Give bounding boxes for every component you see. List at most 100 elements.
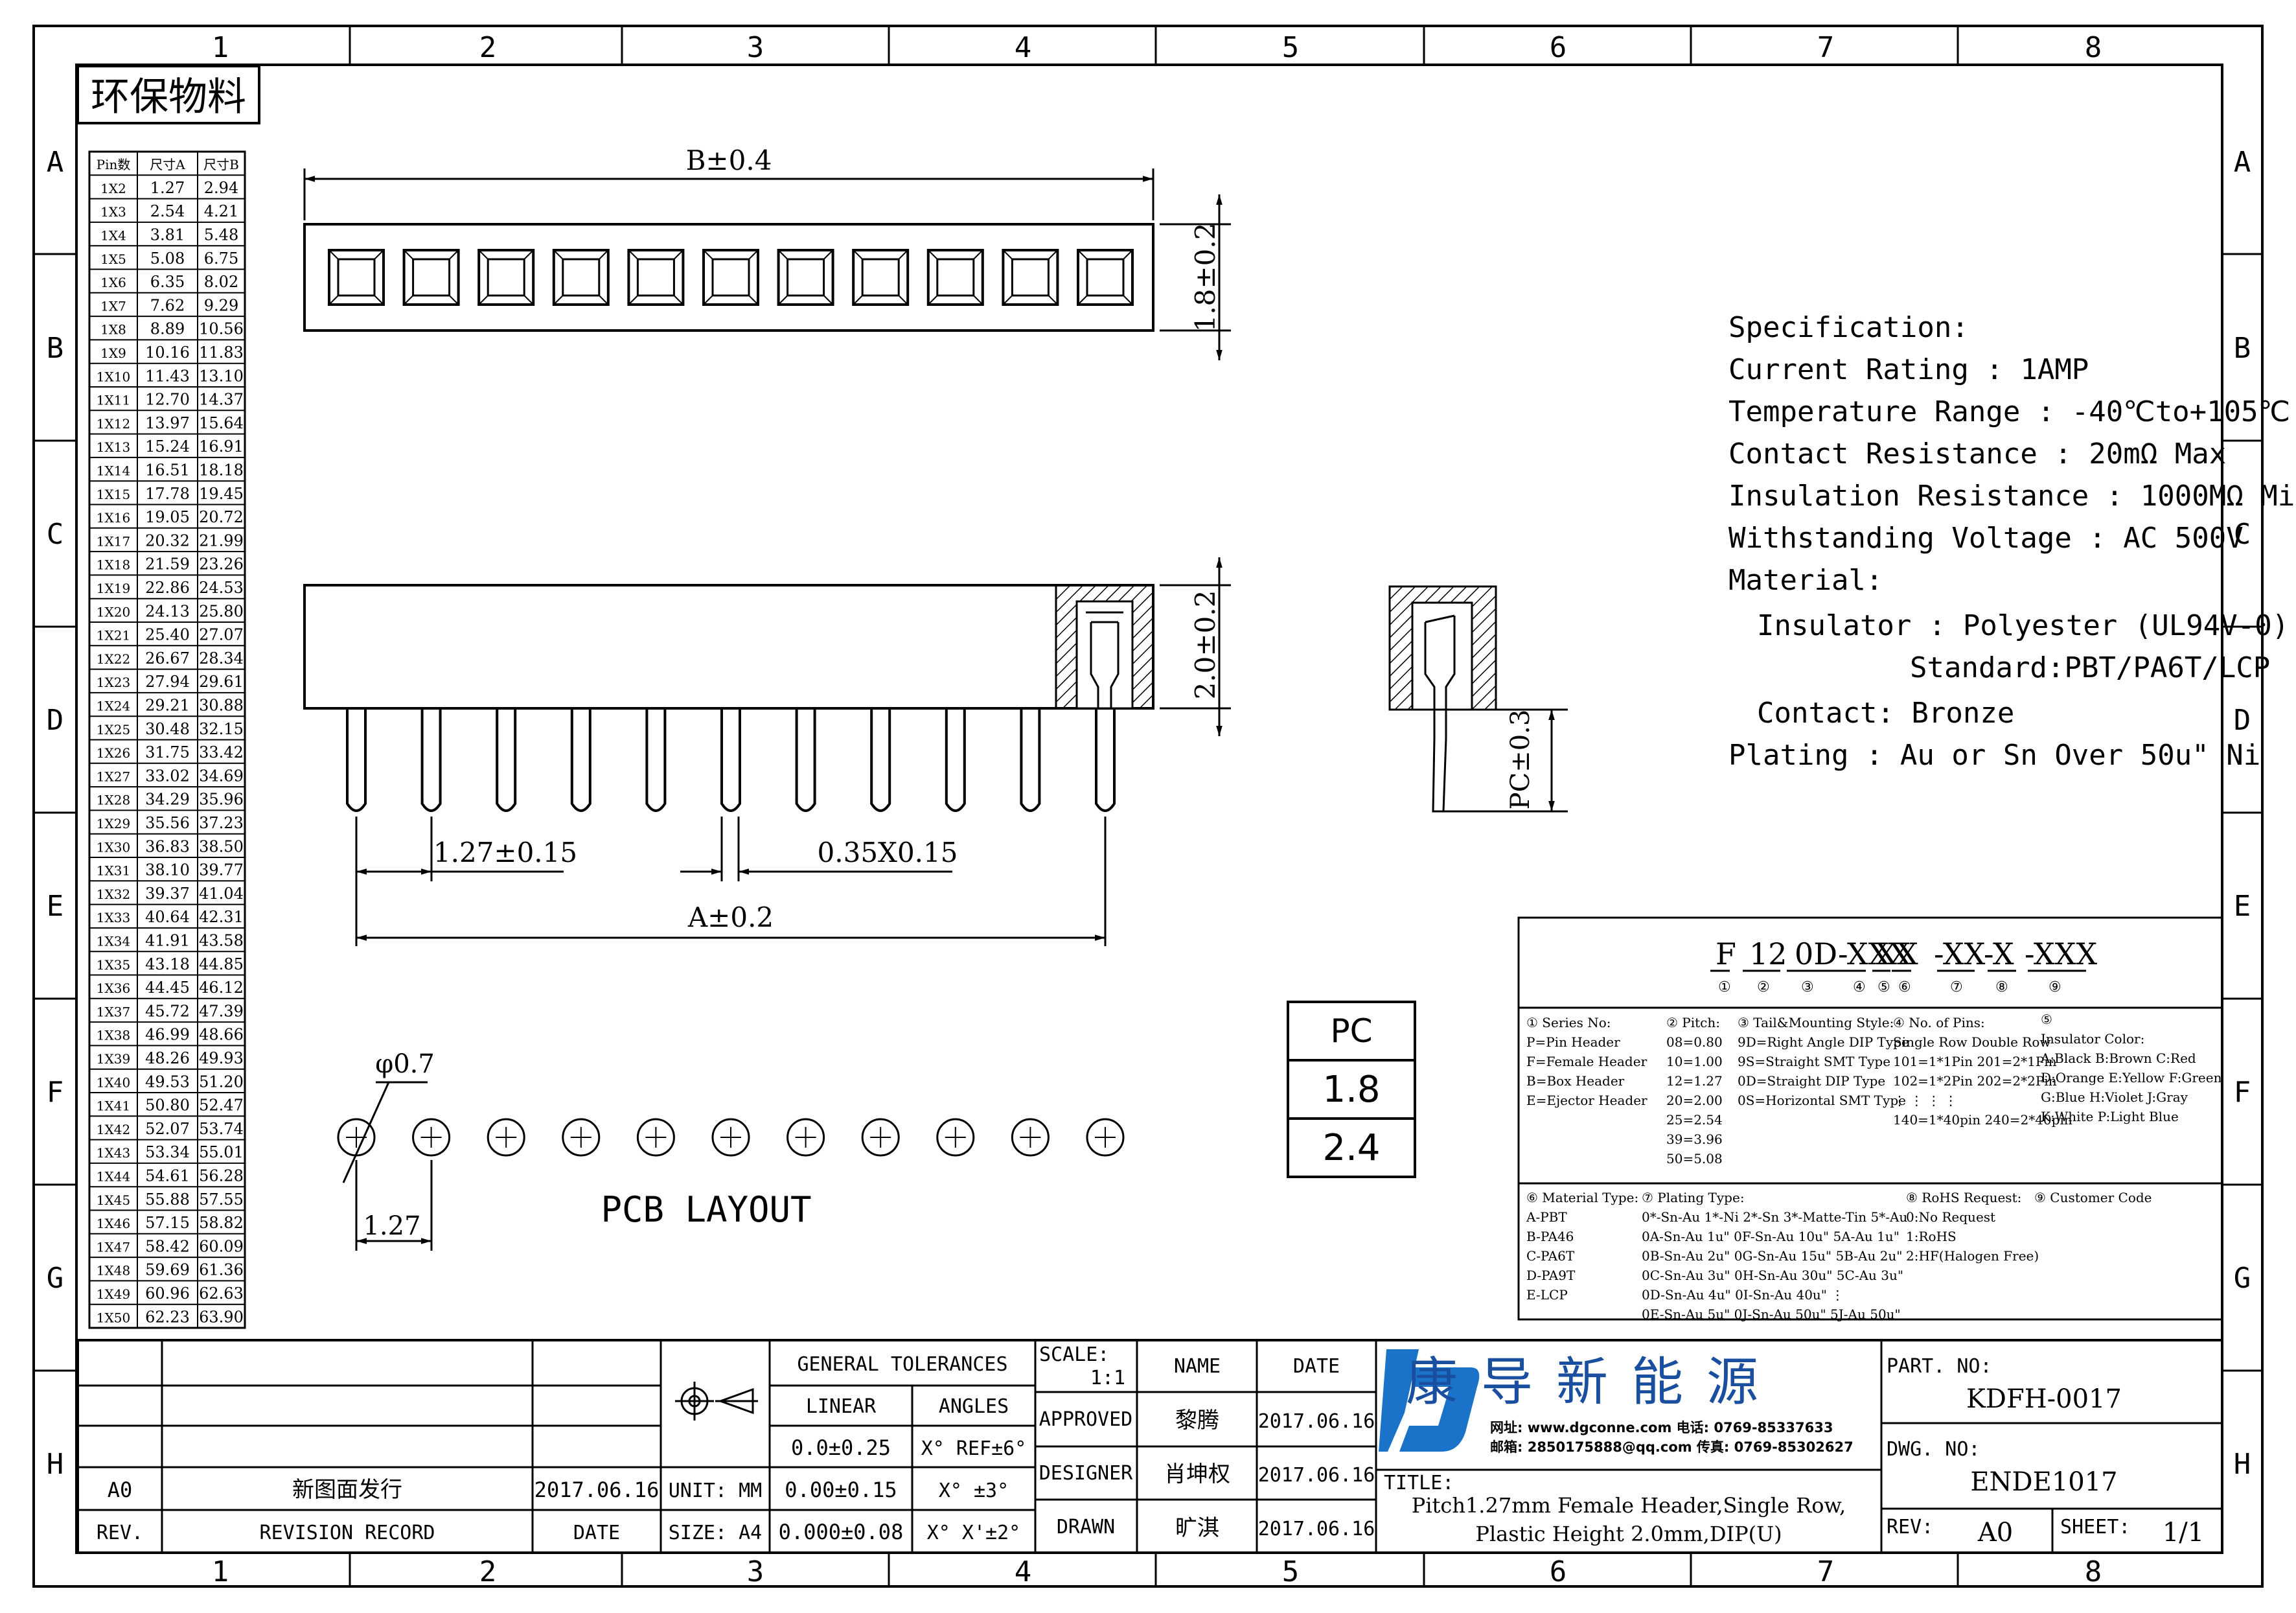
pin-table-cell: 57.15 bbox=[145, 1214, 190, 1232]
pin-table-cell: 1X14 bbox=[97, 463, 130, 478]
legend-insulator_color: G:Blue H:Violet J:Gray bbox=[2041, 1089, 2188, 1105]
spec-line: Contact Resistance : 20mΩ Max bbox=[1728, 437, 2226, 470]
pin-table-cell: 19.05 bbox=[145, 508, 190, 526]
border-row-labels-left: A B C D E F G H bbox=[47, 146, 64, 1481]
pin-table-cell: 49.53 bbox=[145, 1073, 190, 1091]
legend-tail: 9D=Right Angle DIP Type bbox=[1738, 1034, 1909, 1050]
pin-table-cell: 24.13 bbox=[145, 602, 190, 620]
tol-linear-3: 0.000±0.08 bbox=[779, 1520, 904, 1544]
legend-plating: 0E-Sn-Au 5u" 0J-Sn-Au 50u" 5J-Au 50u" bbox=[1642, 1306, 1901, 1322]
pin-table-cell: 39.77 bbox=[199, 861, 244, 879]
legend-material: ⑥ Material Type: bbox=[1526, 1190, 1638, 1205]
pin bbox=[496, 708, 517, 812]
cavity-outer bbox=[328, 249, 385, 306]
code-segment: -XXX bbox=[2025, 936, 2097, 971]
pin-table-cell: 38.10 bbox=[145, 861, 190, 879]
col-label: 6 bbox=[1550, 31, 1567, 64]
pin-table-cell: 8.02 bbox=[204, 273, 238, 291]
code-number: ⑧ bbox=[1995, 979, 2008, 995]
legend-material: D-PA9T bbox=[1526, 1268, 1576, 1283]
pin bbox=[420, 708, 442, 812]
code-number: ④ bbox=[1853, 979, 1866, 995]
angles-header: ANGLES bbox=[939, 1395, 1009, 1418]
pin bbox=[870, 708, 891, 812]
part-no-label: PART. NO: bbox=[1887, 1355, 1992, 1378]
spec-line: Specification: bbox=[1728, 311, 1969, 344]
drawn-label: DRAWN bbox=[1057, 1516, 1115, 1538]
pin-table-cell: 15.24 bbox=[145, 437, 190, 456]
legend-insulator_color: ⑤ bbox=[2041, 1012, 2052, 1027]
row-label: C bbox=[2234, 518, 2251, 551]
pin-table-cell: 1X9 bbox=[100, 345, 126, 361]
designer-name: 肖坤权 bbox=[1164, 1461, 1230, 1487]
pcb-holes bbox=[337, 1118, 1125, 1157]
col-label: 7 bbox=[1817, 1555, 1835, 1588]
pin-table-cell: 34.29 bbox=[145, 791, 190, 809]
pin-table-cell: 56.28 bbox=[199, 1166, 244, 1185]
col-label: 1 bbox=[212, 1555, 229, 1588]
legend-material: A-PBT bbox=[1526, 1209, 1567, 1225]
col-label: 5 bbox=[1282, 31, 1300, 64]
side-view bbox=[1388, 585, 1568, 813]
pin-table-cell: 1X28 bbox=[97, 793, 130, 808]
pin-table-header: Pin数 bbox=[97, 157, 131, 172]
pin-table-header: 尺寸A bbox=[150, 157, 185, 172]
company-name: 康导新能源 bbox=[1406, 1352, 1782, 1412]
pin-table-cell: 1X42 bbox=[97, 1122, 130, 1137]
pin-table-cell: 2.54 bbox=[150, 202, 185, 220]
sheet-value: 1/1 bbox=[2163, 1518, 2204, 1548]
pc-header: PC bbox=[1330, 1012, 1372, 1050]
cavity-inner bbox=[1011, 258, 1050, 297]
pin-table-cell: 34.69 bbox=[199, 767, 244, 785]
pin-table-cell: 25.80 bbox=[199, 602, 244, 620]
pin-table-cell: 20.32 bbox=[145, 531, 190, 550]
pin-table-cell: 2.94 bbox=[204, 179, 238, 197]
dim-b: B±0.4 bbox=[686, 145, 772, 176]
row-label: F bbox=[47, 1076, 64, 1109]
pin-table-cell: 41.04 bbox=[199, 885, 244, 903]
title-block bbox=[76, 1339, 2223, 1554]
legend-customer: ⑨ Customer Code bbox=[2034, 1190, 2152, 1205]
pin-table-cell: 1X16 bbox=[97, 510, 130, 526]
pin-table-cell: 7.62 bbox=[150, 296, 185, 314]
pin-table-cell: 1X32 bbox=[97, 887, 130, 902]
cavity-inner bbox=[487, 258, 525, 297]
legend-rohs: 0:No Request bbox=[1906, 1209, 1995, 1225]
approved-label: APPROVED bbox=[1039, 1408, 1133, 1431]
pin-table-cell: 29.61 bbox=[199, 673, 244, 691]
pin-table-cell: 1X31 bbox=[97, 863, 130, 879]
pin-table-cell: 1X36 bbox=[97, 981, 130, 996]
pin-table-cell: 1X21 bbox=[97, 628, 130, 644]
code-segment: X bbox=[1876, 936, 1897, 971]
row-label: D bbox=[2234, 704, 2251, 737]
pin-table-cell: 10.16 bbox=[145, 343, 190, 362]
pin-table-cell: 1X38 bbox=[97, 1028, 130, 1043]
cavity-inner bbox=[1086, 258, 1125, 297]
tol-angle-3: X° X'±2° bbox=[927, 1522, 1021, 1544]
pin-table-cell: 1X17 bbox=[97, 533, 130, 549]
pin-table-cell: 11.83 bbox=[199, 343, 244, 362]
pin-table-cell: 52.47 bbox=[199, 1097, 244, 1115]
pin-table-cell: 1X2 bbox=[100, 181, 126, 196]
pin-table-cell: 1X4 bbox=[100, 227, 126, 243]
pin bbox=[945, 708, 966, 812]
pcb-hole bbox=[711, 1118, 750, 1157]
pcb-hole bbox=[636, 1118, 675, 1157]
rev-label: REV: bbox=[1887, 1516, 1933, 1538]
cavity-inner bbox=[337, 258, 376, 297]
sheet-label: SHEET: bbox=[2060, 1516, 2130, 1538]
dim-height-front: 2.0±0.2 bbox=[1189, 590, 1221, 700]
pcb-hole bbox=[1011, 1118, 1050, 1157]
pin-table-cell: 12.70 bbox=[145, 391, 190, 409]
legend-series: ① Series No: bbox=[1526, 1015, 1611, 1030]
unit-label: UNIT: MM bbox=[669, 1480, 763, 1502]
pin-table-cell: 6.35 bbox=[150, 273, 185, 291]
pin-table-cell: 46.99 bbox=[145, 1026, 190, 1044]
code-segment: 0D-XXX bbox=[1795, 936, 1911, 971]
code-number: ⑦ bbox=[1950, 979, 1963, 995]
company-mail: 邮箱: 2850175888@qq.com 传真: 0769-85302627 bbox=[1490, 1439, 1854, 1455]
col-label: 8 bbox=[2085, 31, 2102, 64]
dwg-no-label: DWG. NO: bbox=[1887, 1438, 1980, 1461]
spec-line: Current Rating : 1AMP bbox=[1728, 353, 2089, 386]
